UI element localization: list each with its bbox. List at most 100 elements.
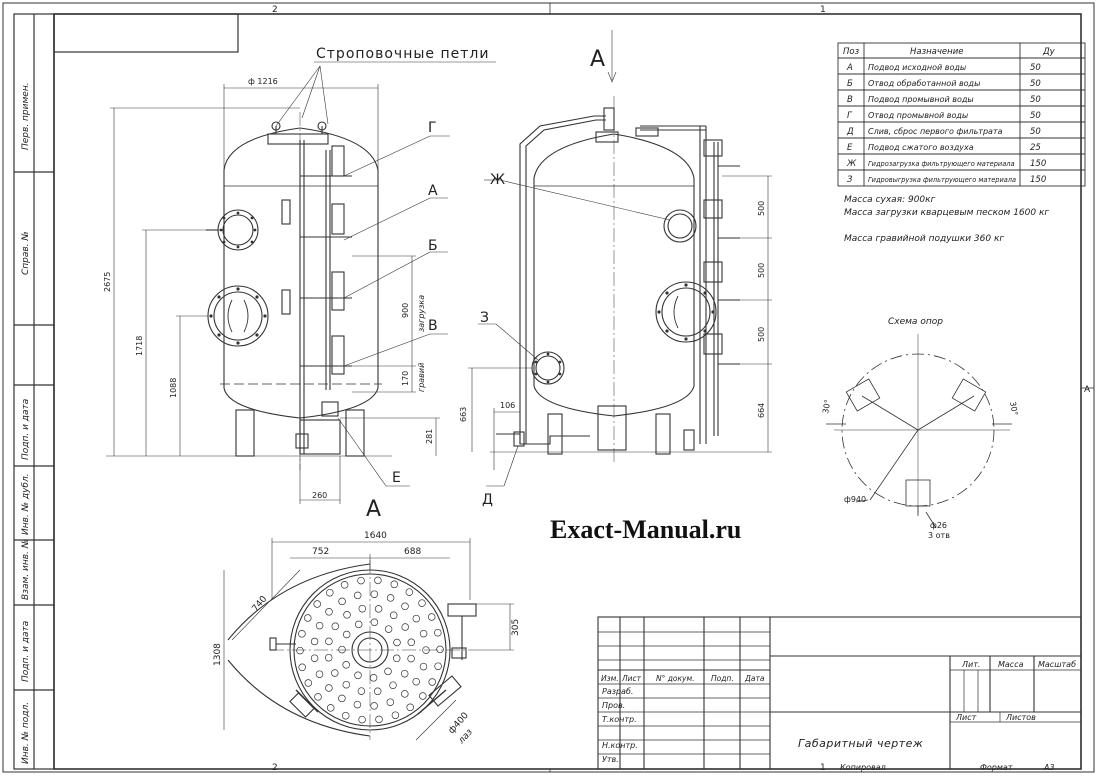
zone-top-right: 1 (820, 5, 826, 15)
label-3-holes: 3 отв (928, 531, 950, 540)
table-cell-du: 150 (1030, 175, 1046, 185)
distributor-hole (342, 680, 351, 689)
table-cell-du: 50 (1030, 79, 1041, 89)
drawing-title: Габаритный чертеж (798, 737, 923, 750)
side-strip (13, 13, 55, 770)
distributor-hole (338, 645, 346, 654)
distributor-hole (374, 605, 383, 613)
distributor-hole (434, 628, 442, 637)
distributor-hole (354, 671, 362, 680)
dim-height-170: 170 (401, 371, 410, 386)
tb-sheet: Лист (955, 713, 977, 722)
distributor-hole (412, 677, 420, 686)
tb-doc-no: N° докум. (656, 674, 695, 683)
table-cell-name: Гидрозагрузка фильтрующего материала (868, 160, 1015, 168)
distributor-hole (358, 604, 367, 613)
dim-height-500-b: 500 (757, 263, 766, 278)
title-block (597, 616, 1082, 770)
distributor-hole (357, 576, 365, 585)
label-z: З (480, 310, 489, 326)
distributor-hole (407, 654, 415, 663)
watermark: Exact-Manual.ru (550, 515, 741, 544)
distributor-hole (341, 711, 350, 720)
distributor-hole (370, 590, 379, 598)
view-a-label-top: A (590, 47, 605, 72)
manhole-bolts (209, 211, 267, 345)
table-cell-name: Подвод исходной воды (868, 63, 966, 72)
table-cell-name: Подвод промывной воды (868, 95, 974, 104)
front-view (106, 112, 392, 470)
distributor-hole (373, 687, 382, 696)
distributor-hole (338, 597, 346, 606)
distributor-hole (353, 700, 362, 709)
distributor-hole (369, 674, 378, 682)
angle-30-right: 30° (1008, 401, 1019, 417)
label-d: Д (482, 492, 493, 508)
supports-scheme (826, 334, 1012, 529)
view-a-label-bottom: A (366, 497, 381, 522)
distributor-hole (314, 693, 322, 701)
distributor-hole (343, 611, 351, 619)
distributor-hole (400, 669, 409, 678)
distributor-hole (325, 684, 333, 692)
tb-list: Лист (621, 674, 642, 683)
distributor-hole (384, 625, 393, 633)
distributor-hole (310, 654, 319, 662)
table-cell-du: 25 (1030, 143, 1041, 153)
nozzle-table (837, 42, 1086, 187)
distributor-hole (386, 594, 395, 602)
table-cell-du: 150 (1030, 159, 1046, 169)
table-cell-pos: Д (846, 127, 854, 137)
zone-bottom-right: 1 (820, 763, 826, 773)
distributor-hole (419, 692, 427, 700)
dim-height-2675: 2675 (103, 272, 112, 292)
front-dimensions (110, 61, 496, 504)
strip-label-6: Подп. и дата (21, 621, 31, 682)
tb-utv: Утв. (602, 755, 619, 764)
strip-label-7: Инв. № подл. (21, 702, 31, 764)
strip-label-5: Взам. инв. № (21, 539, 31, 600)
tb-tkontr: Т.контр. (602, 715, 637, 724)
distributor-hole (331, 622, 340, 631)
label-v: В (428, 318, 438, 334)
dim-height-1718: 1718 (135, 336, 144, 356)
distributor-hole (298, 630, 306, 638)
distributor-hole (331, 669, 339, 677)
dim-diameter-940: ф940 (844, 495, 866, 504)
slinging-loops-label: Строповочные петли (316, 46, 489, 62)
strip-label-2: Справ. № (21, 231, 31, 275)
distributor-hole (304, 614, 312, 622)
note-dry-mass: Масса сухая: 900кг (844, 195, 936, 205)
tb-scale: Масштаб (1038, 660, 1076, 669)
distributor-hole (338, 694, 346, 703)
note-gravel-mass: Масса гравийной подушки 360 кг (844, 234, 1004, 244)
dim-height-281: 281 (425, 429, 434, 444)
distributor-hole (384, 667, 392, 676)
distributor-hole (304, 679, 313, 687)
dim-width-305: 305 (511, 619, 521, 636)
dim-height-500-c: 500 (757, 327, 766, 342)
distributor-hole (298, 663, 306, 672)
distributor-hole (325, 637, 333, 646)
tb-lit: Лит. (961, 660, 980, 669)
table-cell-name: Гидровыгрузка фильтрующего материала (868, 176, 1016, 184)
distributor-hole (325, 608, 333, 616)
table-header-pos: Поз (843, 47, 860, 57)
distributor-hole (313, 600, 321, 608)
distributor-hole (296, 646, 304, 655)
distributor-hole (419, 629, 428, 638)
tb-izm: Изм. (601, 674, 619, 683)
dim-height-664: 664 (757, 403, 766, 418)
table-cell-name: Подвод сжатого воздуха (868, 143, 974, 152)
distributor-hole (407, 638, 416, 647)
supports-scheme-title: Схема опор (888, 317, 943, 327)
table-cell-pos: Г (847, 111, 853, 121)
distributor-hole (340, 581, 349, 589)
tb-date: Дата (744, 674, 765, 683)
distributor-hole (342, 630, 351, 639)
table-cell-du: 50 (1030, 95, 1041, 105)
dim-height-663: 663 (459, 407, 468, 422)
format-label: Формат (980, 763, 1013, 772)
distributor-hole (422, 646, 430, 654)
